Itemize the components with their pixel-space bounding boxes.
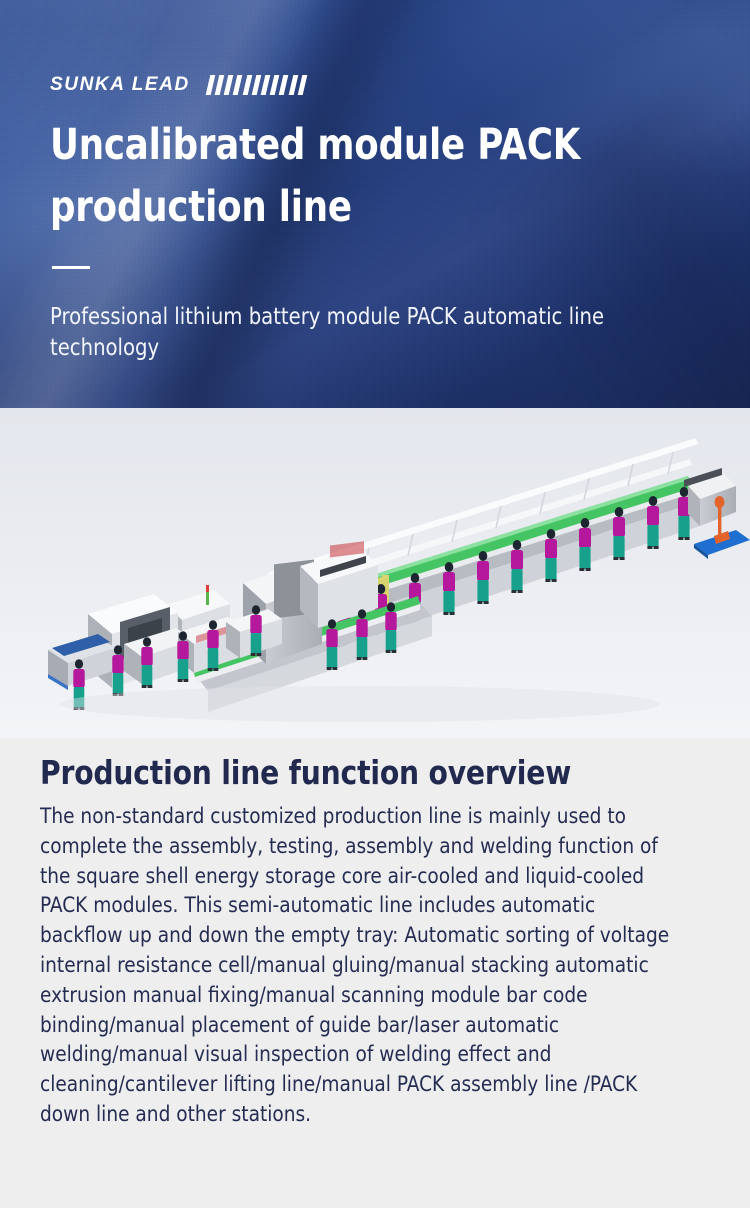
tally-mark [214,75,225,95]
production-line-figure [0,408,750,738]
hero-content: SUNKA LEAD Uncalibrated module PACK prod… [50,0,710,408]
overview-section: Production line function overview The no… [0,752,750,1130]
hero-fabric-texture [0,0,750,408]
tally-mark [269,75,280,95]
tally-mark [251,75,262,95]
brand-name: SUNKA LEAD [50,74,190,95]
tally-mark [233,75,243,95]
section-paragraph: The non-standard customized production l… [40,804,670,1127]
hero-title: Uncalibrated module PACK production line [50,120,581,232]
tally-mark [288,75,298,95]
tally-mark [242,75,252,95]
tally-mark [297,75,308,95]
pallet-with-hand-truck [694,496,750,559]
tally-marks-icon [205,75,308,95]
hero-background [0,0,750,408]
hero-divider [52,266,90,269]
production-line-illustration [0,408,750,738]
mid-line-stations [166,541,432,712]
hero-subtitle: Professional lithium battery module PACK… [50,304,605,361]
section-heading: Production line function overview [40,753,572,792]
tally-mark [205,75,216,95]
operator-group-front [73,602,397,710]
tally-mark [279,75,289,95]
hero-banner: SUNKA LEAD Uncalibrated module PACK prod… [0,0,750,408]
brand-row: SUNKA LEAD [50,74,308,96]
tally-mark [260,75,271,95]
tally-mark [223,75,234,95]
